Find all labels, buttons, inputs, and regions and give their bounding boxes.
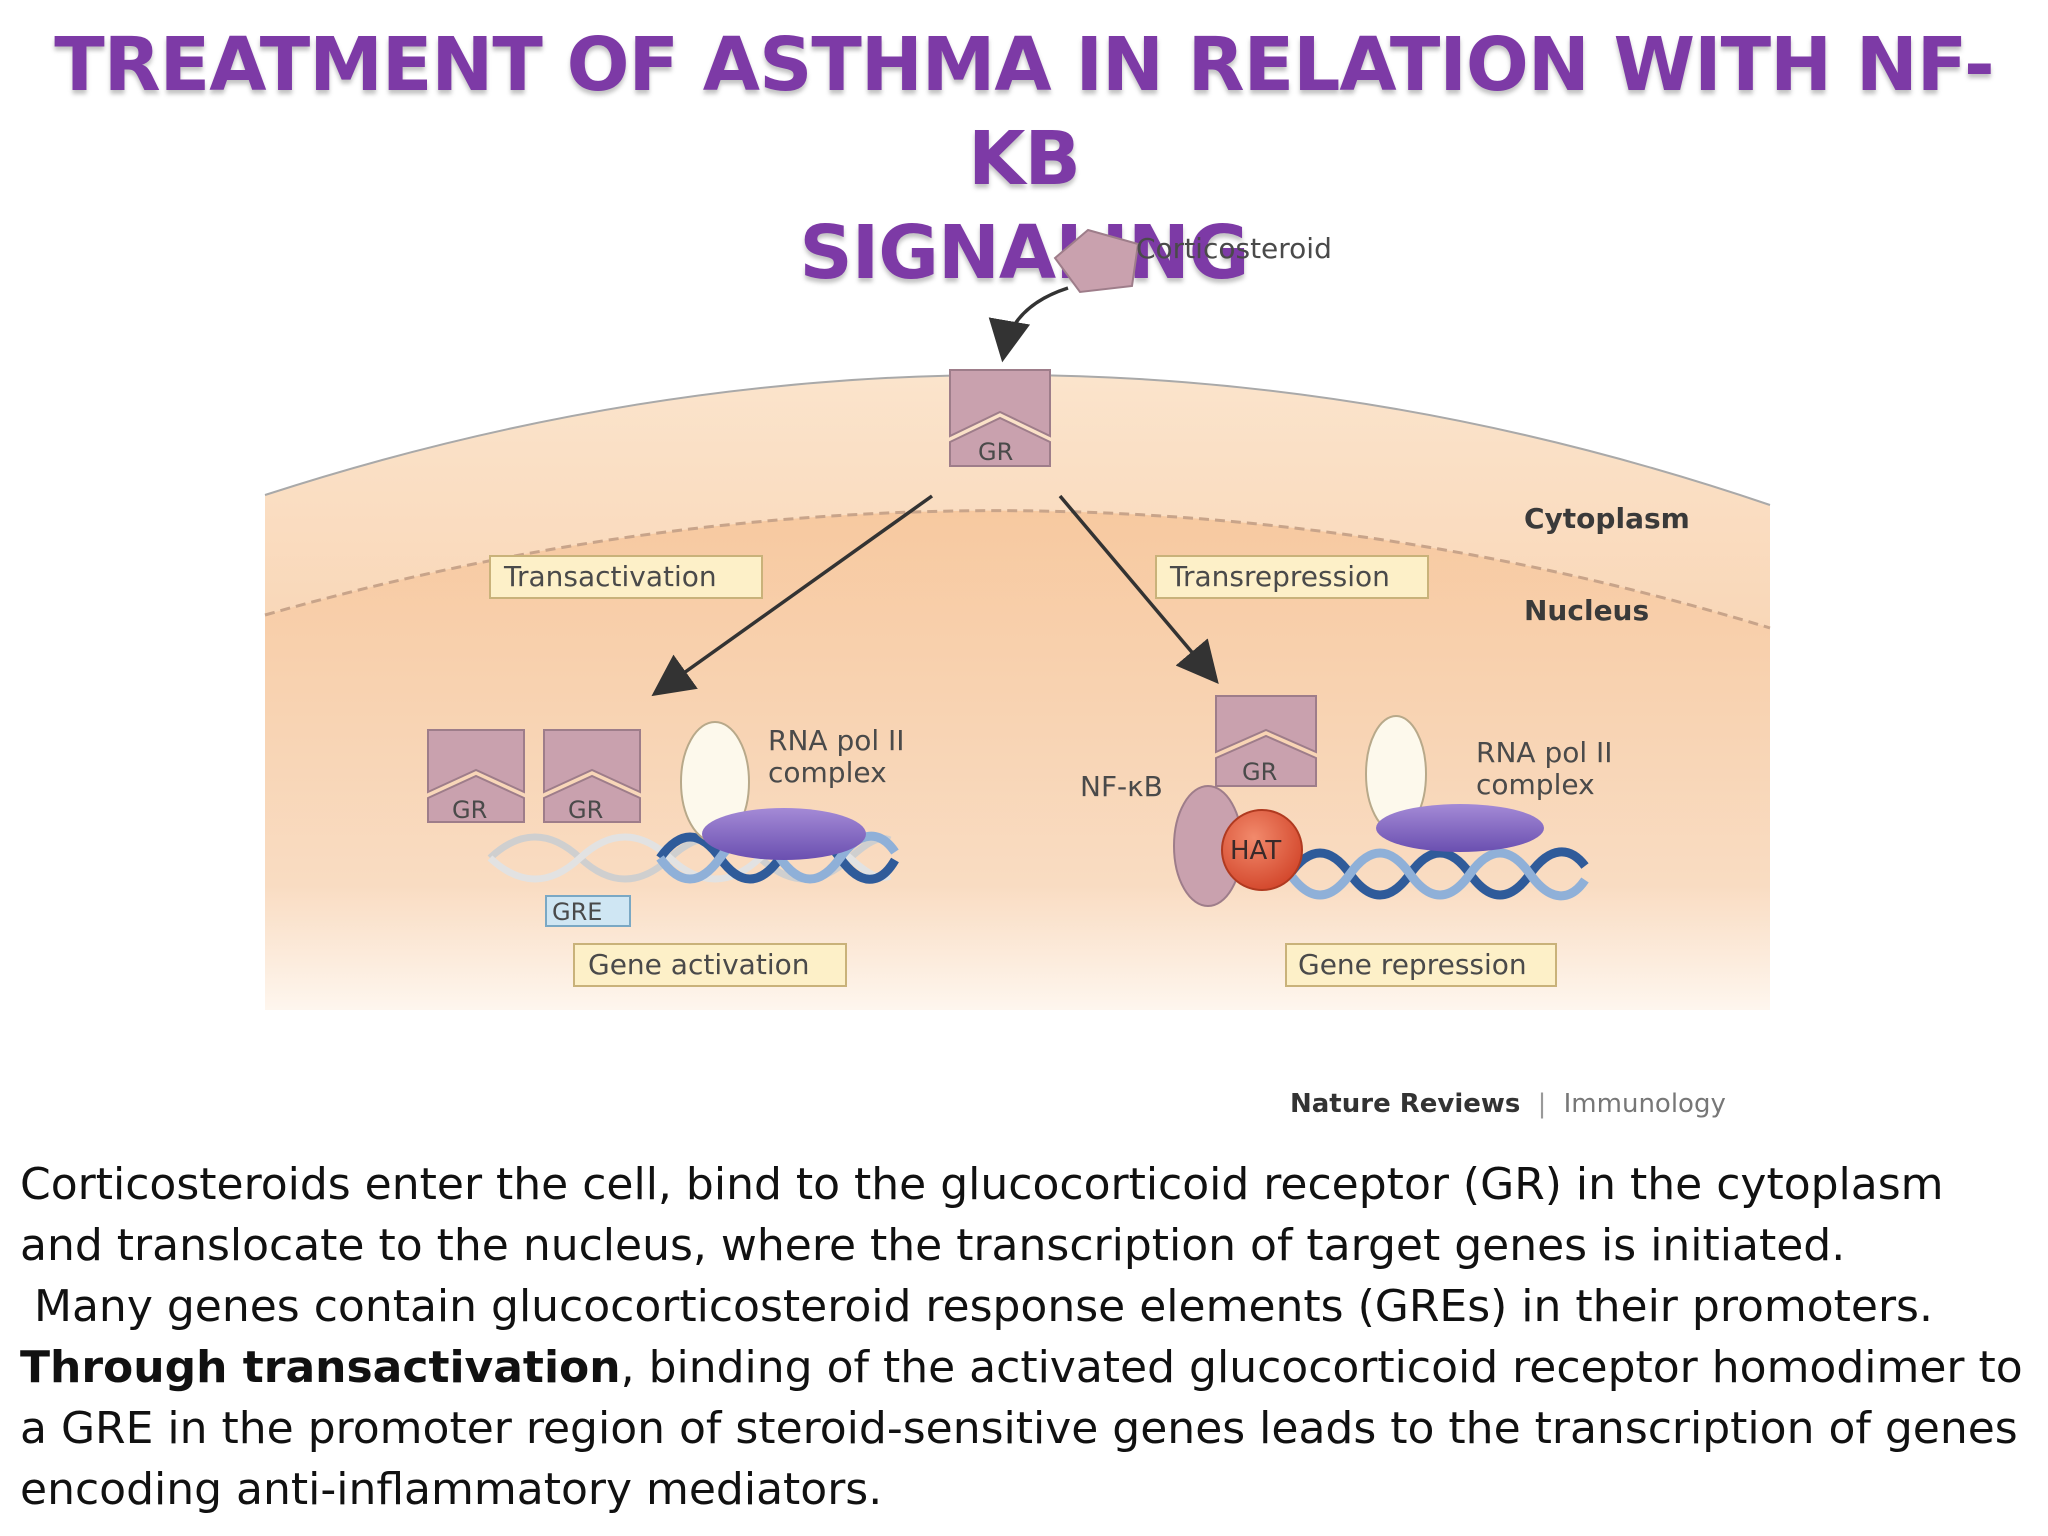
dna-helix-right xyxy=(1286,847,1589,901)
transrepression-label: Transrepression xyxy=(1169,560,1390,593)
transactivation-arrow xyxy=(651,494,934,697)
transrepression-box xyxy=(1155,555,1429,599)
rna-pol-left-line2: complex xyxy=(768,756,887,789)
body-paragraph-2-end: , binding of the activated glucocorticoi… xyxy=(20,1342,2023,1515)
gr-transrepression-base xyxy=(1215,734,1317,787)
gr-dimer-left xyxy=(427,729,525,794)
rna-pol-right-line1: RNA pol II xyxy=(1476,736,1613,769)
corticosteroid-entry-arrow xyxy=(988,286,1069,363)
cytoplasm-label: Cytoplasm xyxy=(1524,502,1690,535)
gene-activation-label: Gene activation xyxy=(588,948,809,981)
gr-signaling-diagram: Corticosteroid GR Cytoplasm Nucleus Tran… xyxy=(264,228,1771,1119)
nfkb-label: NF-κB xyxy=(1080,770,1163,803)
slide-title-line-1: TREATMENT OF ASTHMA IN RELATION WITH NF-… xyxy=(54,22,1995,202)
cytoplasmic-gr-label: GR xyxy=(978,438,1013,466)
body-paragraph-2-start: Many genes contain glucocorticosteroid r… xyxy=(20,1281,1947,1332)
gre-label: GRE xyxy=(552,898,602,926)
gr-dimer-right xyxy=(543,729,641,794)
nucleus-label: Nucleus xyxy=(1524,594,1649,627)
slide-body-text: Corticosteroids enter the cell, bind to … xyxy=(20,1154,2030,1520)
rna-pol-left-line1: RNA pol II xyxy=(768,724,905,757)
hat-enzyme xyxy=(1221,809,1303,891)
gr-transrepression-label: GR xyxy=(1242,758,1277,786)
diagram-canvas: Corticosteroid GR Cytoplasm Nucleus Tran… xyxy=(264,228,1771,1119)
slide-title-line-2: SIGNALING xyxy=(799,210,1249,296)
slide-title: TREATMENT OF ASTHMA IN RELATION WITH NF-… xyxy=(0,18,2048,300)
transactivation-label: Transactivation xyxy=(503,560,717,593)
figure-source-credit: Nature Reviews | Immunology xyxy=(1290,1088,1726,1119)
gre-box xyxy=(545,895,631,927)
gr-transrepression xyxy=(1215,695,1317,754)
gr-dimer-right-base xyxy=(543,774,641,823)
cytoplasmic-gr-base xyxy=(949,416,1051,467)
gr-dimer-right-label: GR xyxy=(568,796,603,824)
transrepression-arrow xyxy=(1058,494,1219,685)
source-section: Immunology xyxy=(1564,1089,1726,1119)
gene-repression-label: Gene repression xyxy=(1298,948,1527,981)
hat-label: HAT xyxy=(1230,836,1281,866)
body-paragraph-2-bold: Through transactivation xyxy=(20,1342,621,1393)
gr-dimer-left-label: GR xyxy=(452,796,487,824)
gr-dimer-left-base xyxy=(427,774,525,823)
rna-polymerase-right xyxy=(1376,804,1544,852)
body-paragraph-2: Many genes contain glucocorticosteroid r… xyxy=(20,1276,2030,1520)
rna-pol-right-line2: complex xyxy=(1476,768,1595,801)
corticosteroid-label: Corticosteroid xyxy=(1136,232,1332,265)
source-journal: Nature Reviews xyxy=(1290,1089,1520,1119)
gene-repression-box xyxy=(1285,943,1557,987)
transactivation-box xyxy=(489,555,763,599)
source-separator: | xyxy=(1538,1089,1547,1119)
cytoplasmic-gr xyxy=(949,369,1051,438)
gene-activation-box xyxy=(573,943,847,987)
corticosteroid-molecule xyxy=(1053,228,1140,294)
body-paragraph-1: Corticosteroids enter the cell, bind to … xyxy=(20,1159,1944,1271)
rna-polymerase-left xyxy=(702,808,866,860)
